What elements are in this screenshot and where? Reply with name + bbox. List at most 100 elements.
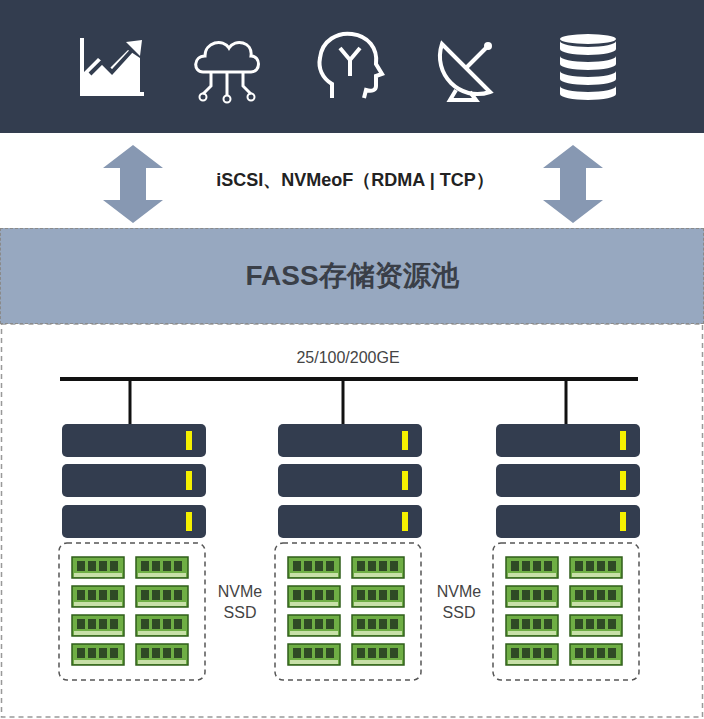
ssd-chip <box>77 648 85 658</box>
ssd-contacts <box>138 631 186 635</box>
server-unit <box>62 424 206 457</box>
ssd-chip <box>533 619 541 629</box>
ssd-contacts <box>354 631 402 635</box>
ssd-board <box>72 586 124 607</box>
ssd-chip <box>141 590 149 600</box>
ssd-chip <box>326 648 334 658</box>
ssd-chip <box>522 561 530 571</box>
ssd-contacts <box>138 602 186 606</box>
ssd-board <box>506 644 558 665</box>
ssd-chip <box>368 648 376 658</box>
cloud-dot <box>200 94 207 101</box>
ssd-chip <box>522 648 530 658</box>
ssd-contacts <box>74 573 122 577</box>
ssd-contacts <box>508 573 556 577</box>
server-led <box>620 431 626 450</box>
ssd-chip <box>141 648 149 658</box>
head-outline <box>320 34 383 98</box>
pool-title: FASS存储资源池 <box>245 257 458 295</box>
ssd-chip <box>357 561 365 571</box>
ssd-group <box>493 543 639 680</box>
ssd-board <box>570 557 622 578</box>
ssd-chip <box>152 648 160 658</box>
server-led <box>402 471 408 490</box>
ssd-chip <box>608 590 616 600</box>
ssd-chip <box>77 619 85 629</box>
server-led <box>620 471 626 490</box>
cloud-wire <box>226 72 229 96</box>
ssd-board <box>72 644 124 665</box>
ssd-module <box>506 586 558 607</box>
ssd-contacts <box>572 573 620 577</box>
ssd-module <box>136 644 188 665</box>
ssd-board <box>288 615 340 636</box>
ssd-board <box>136 586 188 607</box>
ssd-board <box>570 586 622 607</box>
ssd-chip <box>141 619 149 629</box>
ssd-contacts <box>290 602 338 606</box>
ssd-chip <box>304 648 312 658</box>
ssd-chip <box>533 561 541 571</box>
ssd-contacts <box>508 602 556 606</box>
ssd-chip <box>315 590 323 600</box>
ssd-chip <box>586 648 594 658</box>
ssd-chip <box>293 561 301 571</box>
ssd-contacts <box>74 631 122 635</box>
ssd-chip <box>586 619 594 629</box>
ssd-chip <box>379 590 387 600</box>
ssd-contacts <box>508 631 556 635</box>
server-unit <box>278 424 422 457</box>
ssd-module <box>506 615 558 636</box>
ssd-chip <box>315 648 323 658</box>
ssd-chip <box>357 619 365 629</box>
ssd-board <box>506 557 558 578</box>
ssd-module <box>352 644 404 665</box>
ssd-contacts <box>354 660 402 664</box>
dish-stand <box>450 90 476 100</box>
ssd-board <box>136 615 188 636</box>
ssd-contacts <box>572 660 620 664</box>
ssd-chip <box>163 619 171 629</box>
ssd-module <box>72 586 124 607</box>
ssd-board <box>136 644 188 665</box>
ssd-chip <box>326 590 334 600</box>
chart-arrow-head <box>126 40 142 56</box>
ssd-module <box>506 644 558 665</box>
cluster-region <box>2 324 703 717</box>
ssd-chip <box>544 648 552 658</box>
cloud-wire <box>203 72 211 94</box>
ssd-chip <box>304 619 312 629</box>
dish-icon <box>440 42 492 100</box>
ssd-chip <box>163 590 171 600</box>
ssd-chip <box>110 590 118 600</box>
ssd-chip <box>141 561 149 571</box>
ssd-contacts <box>74 602 122 606</box>
server-led <box>186 512 192 531</box>
ssd-module <box>570 644 622 665</box>
ssd-chip <box>522 590 530 600</box>
server-unit <box>278 464 422 497</box>
ssd-chip <box>88 648 96 658</box>
ssd-chip <box>99 590 107 600</box>
ssd-chip <box>597 561 605 571</box>
ssd-contacts <box>74 660 122 664</box>
ssd-board <box>136 557 188 578</box>
ssd-chip <box>110 561 118 571</box>
ssd-module <box>570 586 622 607</box>
head-icon <box>320 34 383 98</box>
head-symbol <box>340 48 360 76</box>
ssd-group <box>59 543 205 680</box>
server-unit <box>62 464 206 497</box>
ssd-chip <box>152 590 160 600</box>
ssd-chip <box>544 590 552 600</box>
ssd-chip <box>608 619 616 629</box>
ssd-chip <box>88 590 96 600</box>
ssd-chip <box>174 648 182 658</box>
ssd-chip <box>511 561 519 571</box>
ssd-chip <box>163 648 171 658</box>
ssd-chip <box>163 561 171 571</box>
ssd-module <box>352 557 404 578</box>
ssd-chip <box>99 561 107 571</box>
ssd-chip <box>390 561 398 571</box>
ssd-chip <box>379 648 387 658</box>
